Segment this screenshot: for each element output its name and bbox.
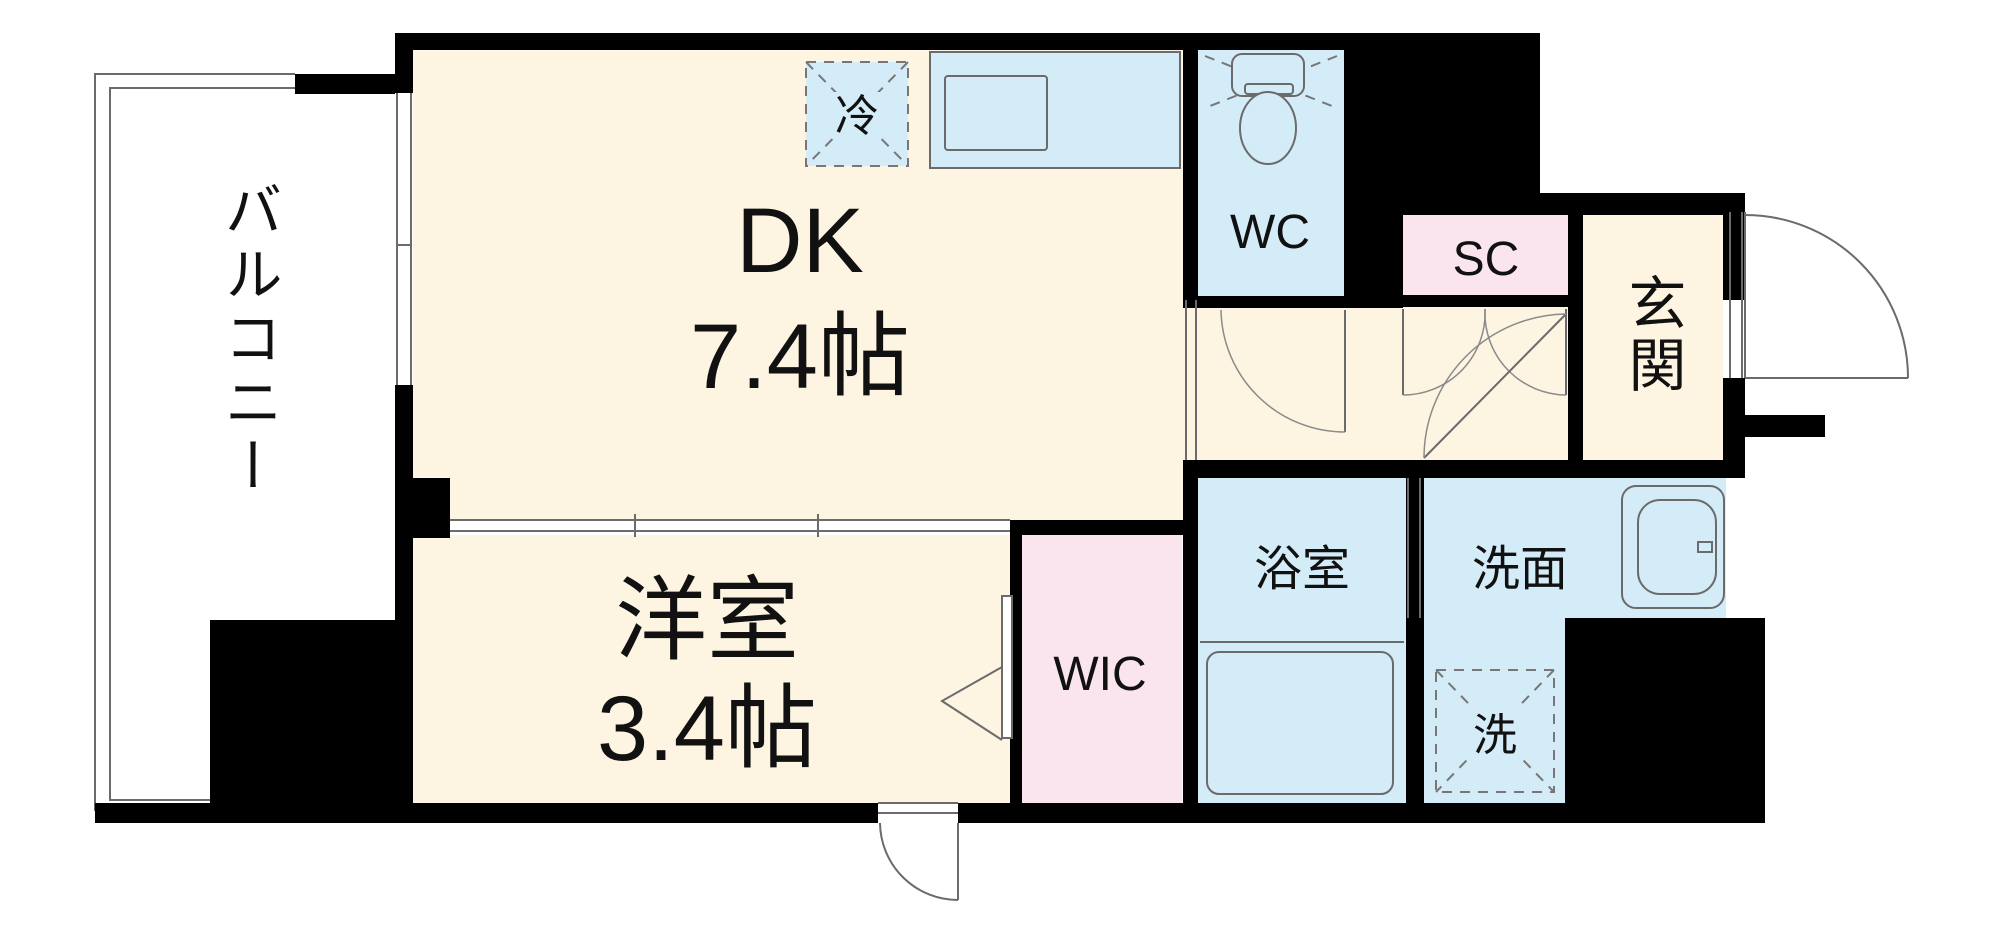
sc-doors: [1402, 308, 1567, 396]
lower-exterior-door: [878, 802, 959, 901]
hallway-floor: [1183, 300, 1583, 460]
entrance-floor: [1583, 212, 1723, 460]
balcony: バルコニー: [94, 73, 295, 811]
bath-label: 浴室: [1254, 543, 1350, 596]
wic-door: [940, 595, 1013, 741]
sc-label: SC: [1453, 233, 1520, 286]
entrance-door: [1729, 212, 1909, 379]
dk-window: [395, 93, 413, 385]
washing-machine: 洗: [1435, 669, 1555, 793]
washroom-label: 洗面: [1472, 543, 1568, 596]
western-room-name-label: 洋室: [615, 570, 799, 672]
sc-floor: [1403, 215, 1568, 295]
washroom-door: [1423, 313, 1567, 459]
fridge: 冷: [805, 61, 909, 167]
fridge-label: 冷: [835, 92, 879, 141]
bathtub: [1200, 641, 1404, 795]
sink: [1621, 485, 1725, 609]
balcony-label: バルコニー: [216, 180, 281, 500]
walls: [95, 33, 1825, 823]
dk-size-label: 7.4帖: [690, 306, 910, 408]
kitchen-counter: [929, 51, 1181, 169]
dk-hall-doorway: [1185, 300, 1197, 460]
washer-label: 洗: [1473, 711, 1517, 760]
entrance-label: 玄関: [1620, 273, 1685, 397]
wic-label: WIC: [1053, 648, 1146, 701]
toilet: [1204, 53, 1338, 165]
wic-floor: [1022, 535, 1182, 803]
dk-name-label: DK: [736, 190, 864, 292]
wc-label: WC: [1230, 206, 1310, 259]
wc-door: [1220, 309, 1346, 433]
western-room-floor: [410, 535, 1010, 803]
western-room-size-label: 3.4帖: [597, 678, 817, 780]
sliding-partition: [450, 514, 1010, 537]
bath-door: [1407, 478, 1421, 618]
